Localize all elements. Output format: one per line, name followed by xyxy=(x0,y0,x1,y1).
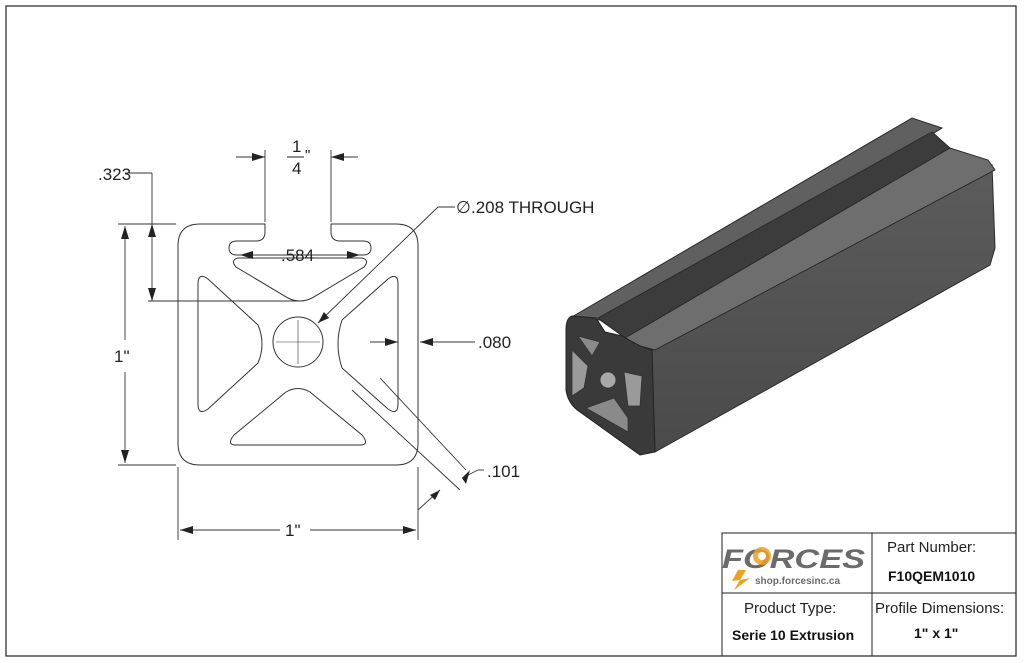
end-pocket-right xyxy=(623,371,643,407)
end-center-hole xyxy=(599,371,617,389)
product-type-value: Serie 10 Extrusion xyxy=(732,627,854,643)
logo-url: shop.forcesinc.ca xyxy=(755,576,840,587)
product-type-label: Product Type: xyxy=(744,600,836,617)
part-number-label: Part Number: xyxy=(887,539,976,556)
dim-101-label: .101 xyxy=(487,462,520,481)
hole-diameter-symbol: ∅ xyxy=(456,198,471,217)
dimension-lines xyxy=(118,150,484,540)
left-pocket xyxy=(197,275,263,413)
top-pocket xyxy=(232,257,368,302)
gear-icon xyxy=(753,547,771,565)
center-hole xyxy=(272,316,324,368)
dim-080-label: .080 xyxy=(478,333,511,352)
width-label: 1" xyxy=(285,521,301,540)
title-block xyxy=(721,532,1017,657)
right-pocket xyxy=(337,275,399,413)
sheet-border xyxy=(5,5,1017,657)
hole-note-label: .208 THROUGH xyxy=(471,198,594,217)
fraction-denominator: 4 xyxy=(292,159,301,178)
extrusion-3d-view xyxy=(565,117,996,456)
lightning-icon xyxy=(732,570,750,590)
end-pocket-bottom xyxy=(585,397,629,433)
dim-584-label: .584 xyxy=(281,246,314,265)
fraction-numerator: 1 xyxy=(292,137,301,156)
profile-cross-section xyxy=(177,223,419,466)
end-pocket-left xyxy=(571,349,589,397)
profile-outline xyxy=(177,223,419,466)
bottom-pocket xyxy=(230,388,366,446)
fraction-unit: " xyxy=(305,147,310,164)
end-pocket-top xyxy=(577,335,601,357)
dimension-arrowheads xyxy=(121,153,470,534)
profile-dimensions-label: Profile Dimensions: xyxy=(875,600,1004,617)
dim-323-label: .323 xyxy=(98,165,131,184)
logo-text: FORCES xyxy=(722,544,865,574)
part-number-value: F10QEM1010 xyxy=(888,568,975,584)
height-label: 1" xyxy=(114,347,130,366)
profile-dimensions-value: 1" x 1" xyxy=(914,625,958,641)
